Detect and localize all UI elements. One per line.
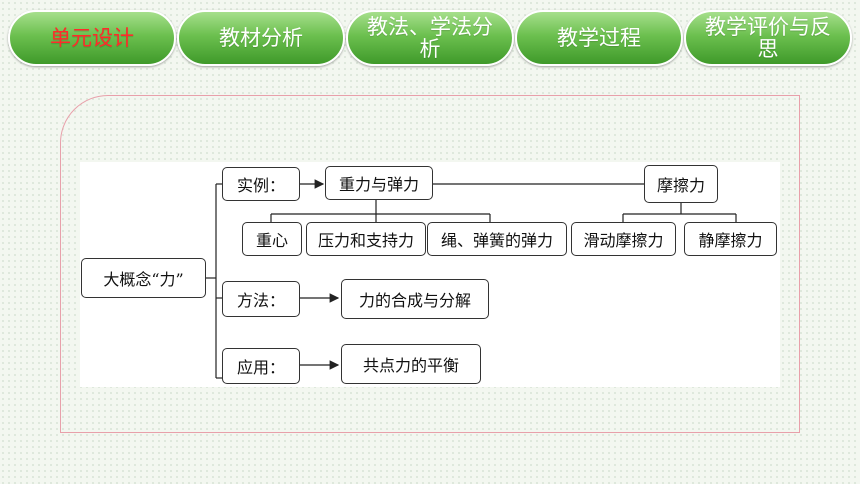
tab-label: 教法、学法分析 xyxy=(367,15,493,61)
equilibrium-node: 共点力的平衡 xyxy=(341,344,481,384)
tab-label: 教学过程 xyxy=(557,26,641,50)
examples-node: 实例： xyxy=(222,167,300,201)
tab-teaching-methods[interactable]: 教法、学法分析 xyxy=(346,10,514,66)
center-gravity-node: 重心 xyxy=(242,222,302,256)
unit-tab-bar: 单元设计 教材分析 教法、学法分析 教学过程 教学评价与反思 xyxy=(8,10,852,68)
tab-textbook-analysis[interactable]: 教材分析 xyxy=(177,10,345,66)
gravity-elastic-node: 重力与弹力 xyxy=(325,166,433,200)
composition-node: 力的合成与分解 xyxy=(341,279,489,319)
root-node: 大概念“力” xyxy=(81,258,206,298)
tab-label: 教学评价与反思 xyxy=(705,15,831,61)
methods-node: 方法： xyxy=(222,281,300,317)
rope-spring-node: 绳、弹簧的弹力 xyxy=(427,222,567,256)
concept-map: 大概念“力” 实例： 重力与弹力 摩擦力 重心 压力和支持力 绳、弹簧的弹力 滑… xyxy=(80,162,780,387)
friction-node: 摩擦力 xyxy=(644,165,718,203)
concept-map-connectors xyxy=(206,179,737,379)
tab-label: 单元设计 xyxy=(50,26,134,50)
static-friction-node: 静摩擦力 xyxy=(684,222,777,256)
sliding-friction-node: 滑动摩擦力 xyxy=(571,222,676,256)
application-node: 应用： xyxy=(222,348,300,384)
tab-evaluation-reflection[interactable]: 教学评价与反思 xyxy=(684,10,852,66)
tab-unit-design[interactable]: 单元设计 xyxy=(8,10,176,66)
content-panel xyxy=(60,95,800,433)
tab-label: 教材分析 xyxy=(219,26,303,50)
pressure-support-node: 压力和支持力 xyxy=(306,222,426,256)
tab-teaching-process[interactable]: 教学过程 xyxy=(515,10,683,66)
